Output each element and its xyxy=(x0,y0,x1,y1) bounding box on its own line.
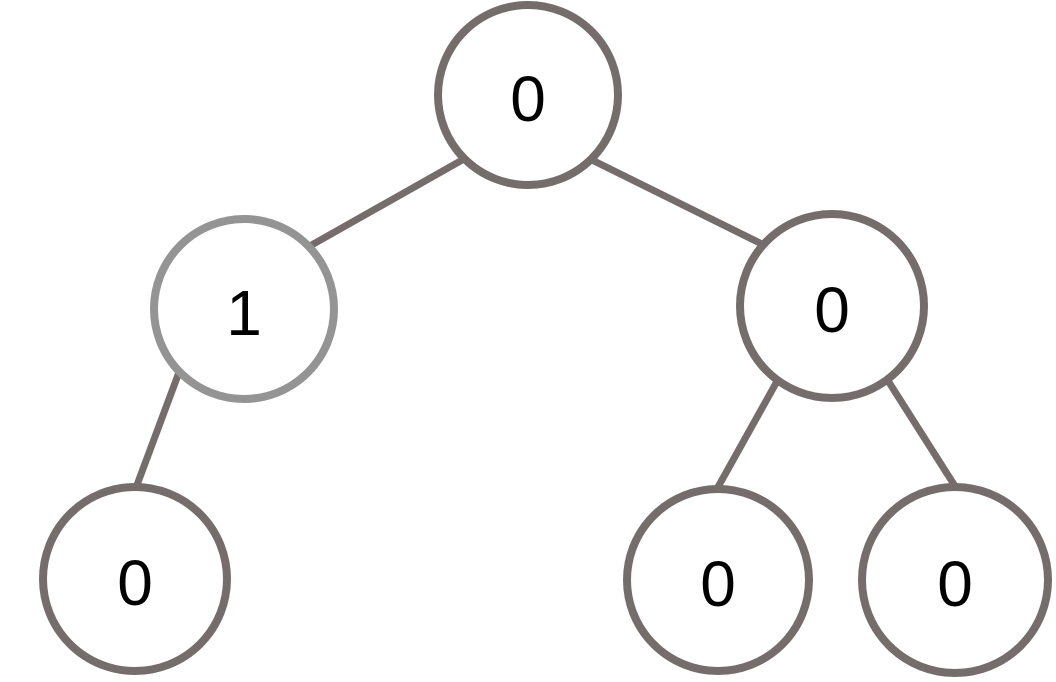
tree-edge-left-left-left xyxy=(128,358,187,502)
tree-node-circle-left[interactable] xyxy=(150,215,338,403)
tree-node-circle-right-right[interactable] xyxy=(858,483,1052,677)
tree-node-value-root: 0 xyxy=(510,63,546,135)
tree-edge-root-right xyxy=(582,152,782,257)
tree-node-circle-root[interactable] xyxy=(434,1,622,189)
tree-edge-root-left xyxy=(292,152,473,258)
tree-node-value-right: 0 xyxy=(814,274,850,346)
tree-node-circle-right-left[interactable] xyxy=(623,485,813,675)
tree-node-circle-left-left[interactable] xyxy=(39,483,231,675)
tree-node-value-left-left: 0 xyxy=(117,547,153,619)
tree-node-value-right-right: 0 xyxy=(937,548,973,620)
tree-node-value-right-left: 0 xyxy=(700,548,736,620)
tree-node-value-left: 1 xyxy=(226,277,262,349)
tree-edge-right-right-left xyxy=(707,369,786,503)
tree-node-circle-right[interactable] xyxy=(736,210,928,402)
tree-edge-right-right-right xyxy=(880,371,965,499)
